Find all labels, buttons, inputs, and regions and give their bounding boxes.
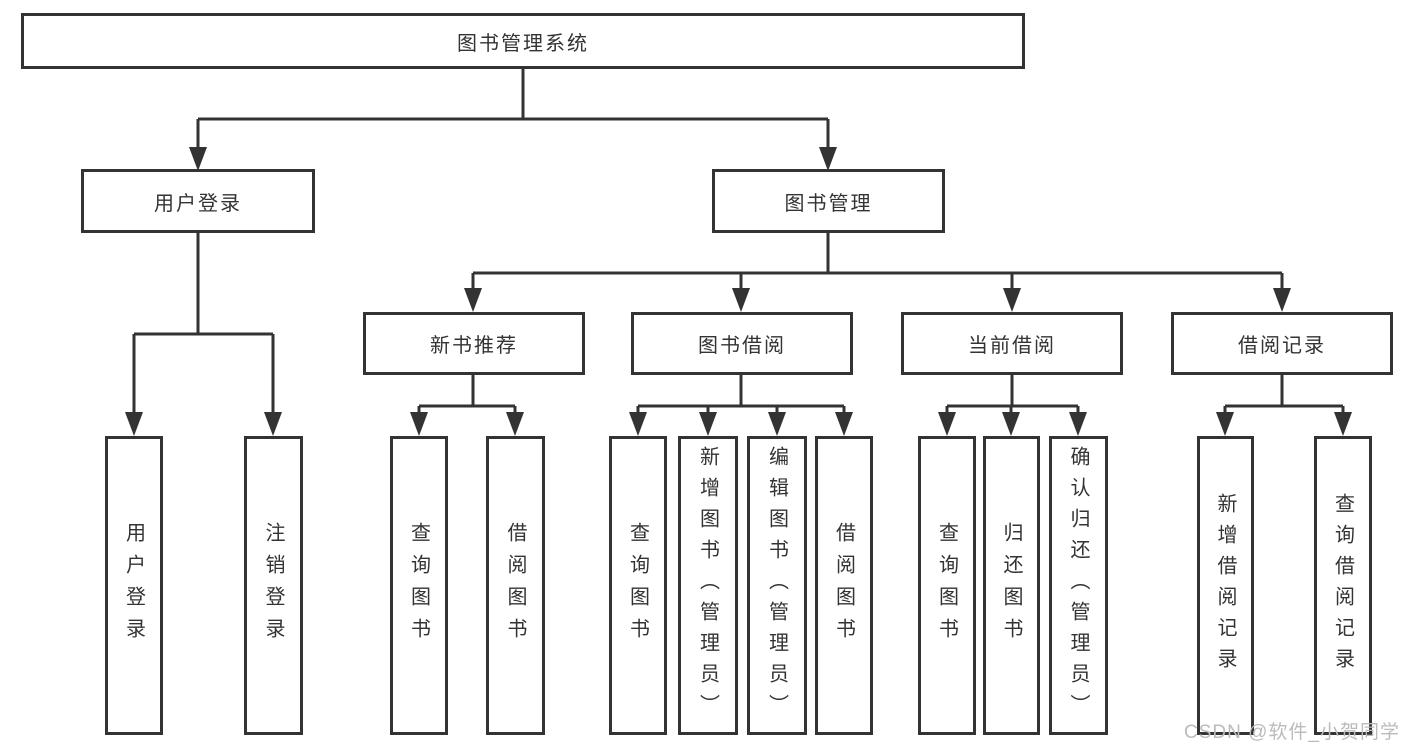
leaf-add-borrow-record: 新增借阅记录 bbox=[1197, 436, 1254, 735]
leaf-add-book-admin-label: 新增图书（管理员） bbox=[696, 446, 719, 725]
connector-root-to-level2 bbox=[189, 69, 837, 171]
leaf-confirm-return-admin: 确认归还（管理员） bbox=[1049, 436, 1108, 735]
leaf-query-book-current-label: 查询图书 bbox=[935, 521, 958, 650]
leaf-confirm-return-admin-label: 确认归还（管理员） bbox=[1067, 446, 1089, 725]
node-root-label: 图书管理系统 bbox=[457, 32, 589, 55]
node-borrow-record-label: 借阅记录 bbox=[1238, 335, 1326, 357]
leaf-query-book-recommend-label: 查询图书 bbox=[407, 521, 430, 650]
node-current-borrow-label: 当前借阅 bbox=[968, 335, 1056, 357]
node-current-borrow: 当前借阅 bbox=[901, 312, 1123, 375]
leaf-return-book-label: 归还图书 bbox=[1000, 521, 1022, 650]
node-book-management: 图书管理 bbox=[712, 169, 945, 233]
node-new-book-recommend-label: 新书推荐 bbox=[430, 335, 518, 357]
connector-bookmgmt-to-level3 bbox=[464, 233, 1291, 312]
node-book-borrow-label: 图书借阅 bbox=[698, 335, 786, 357]
node-book-management-label: 图书管理 bbox=[784, 192, 873, 215]
leaf-add-borrow-record-label: 新增借阅记录 bbox=[1214, 492, 1236, 679]
leaf-logout: 注销登录 bbox=[244, 436, 303, 735]
leaf-query-book-borrow-label: 查询图书 bbox=[626, 521, 649, 650]
connector-newrec-to-leaves bbox=[410, 375, 524, 436]
leaf-borrow-book-label: 借阅图书 bbox=[832, 521, 855, 650]
csdn-watermark: CSDN @软件_小贺同学 bbox=[1184, 722, 1400, 743]
leaf-add-book-admin: 新增图书（管理员） bbox=[678, 436, 738, 735]
leaf-borrow-book-recommend-label: 借阅图书 bbox=[504, 521, 526, 650]
leaf-edit-book-admin-label: 编辑图书（管理员） bbox=[765, 446, 788, 725]
connector-borrow-to-leaves bbox=[629, 375, 853, 436]
node-user-login: 用户登录 bbox=[81, 169, 315, 233]
leaf-user-login: 用户登录 bbox=[105, 436, 163, 735]
leaf-edit-book-admin: 编辑图书（管理员） bbox=[747, 436, 807, 735]
node-book-borrow: 图书借阅 bbox=[631, 312, 853, 375]
node-user-login-label: 用户登录 bbox=[154, 192, 242, 215]
connector-record-to-leaves bbox=[1216, 375, 1352, 436]
leaf-logout-label: 注销登录 bbox=[262, 521, 284, 650]
connector-userlogin-to-leaves bbox=[125, 233, 282, 436]
leaf-user-login-label: 用户登录 bbox=[122, 521, 145, 650]
leaf-borrow-book: 借阅图书 bbox=[815, 436, 873, 735]
leaf-borrow-book-recommend: 借阅图书 bbox=[486, 436, 545, 735]
connector-current-to-leaves bbox=[938, 375, 1087, 436]
leaf-query-book-recommend: 查询图书 bbox=[390, 436, 448, 735]
leaf-query-book-borrow: 查询图书 bbox=[609, 436, 667, 735]
leaf-return-book: 归还图书 bbox=[983, 436, 1040, 735]
node-new-book-recommend: 新书推荐 bbox=[363, 312, 585, 375]
leaf-query-book-current: 查询图书 bbox=[918, 436, 976, 735]
node-root: 图书管理系统 bbox=[21, 13, 1025, 69]
leaf-query-borrow-record-label: 查询借阅记录 bbox=[1331, 492, 1354, 679]
node-borrow-record: 借阅记录 bbox=[1171, 312, 1393, 375]
leaf-query-borrow-record: 查询借阅记录 bbox=[1314, 436, 1372, 735]
